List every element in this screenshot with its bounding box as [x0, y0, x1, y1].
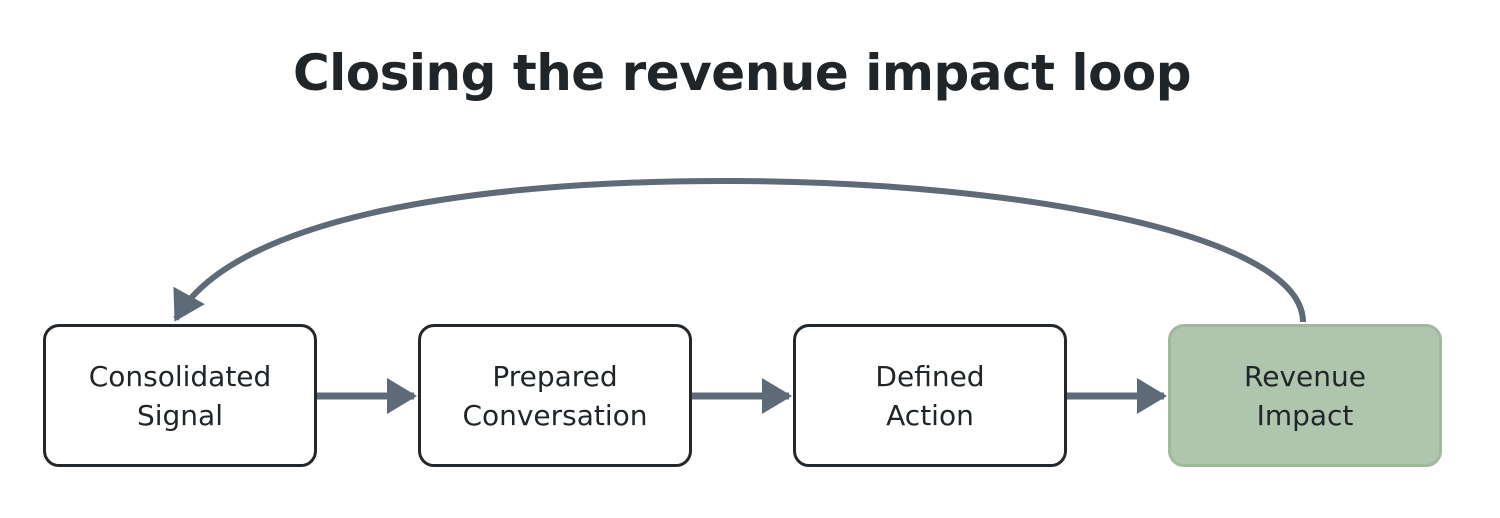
node-label: Prepared Conversation	[462, 359, 648, 432]
node-consolidated-signal: Consolidated Signal	[43, 324, 317, 467]
node-label: Defined Action	[875, 359, 985, 432]
node-revenue-impact: Revenue Impact	[1168, 324, 1442, 467]
node-label: Consolidated Signal	[88, 359, 272, 432]
node-prepared-conversation: Prepared Conversation	[418, 324, 692, 467]
node-defined-action: Defined Action	[793, 324, 1067, 467]
diagram-title: Closing the revenue impact loop	[292, 44, 1192, 102]
node-label: Revenue Impact	[1244, 359, 1366, 432]
loop-back-arrow	[173, 177, 1306, 323]
